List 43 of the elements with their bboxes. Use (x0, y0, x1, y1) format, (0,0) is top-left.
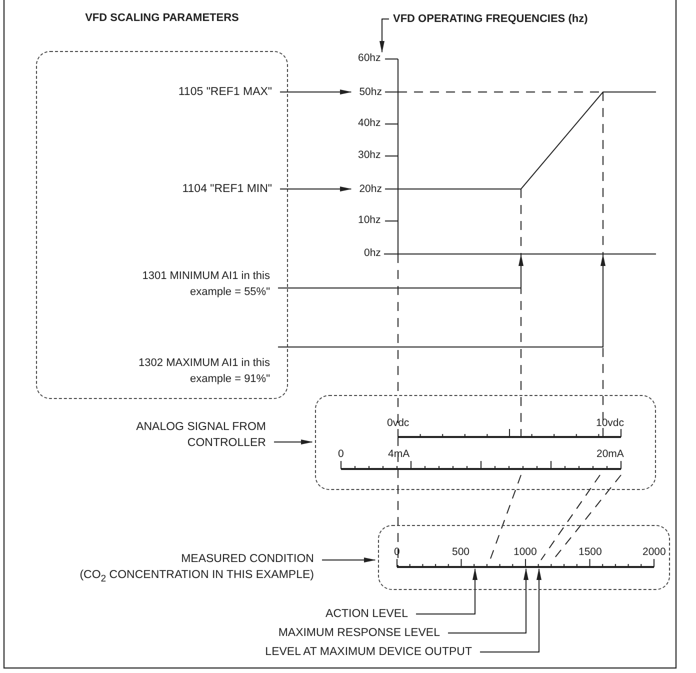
callout-text: MEASURED CONDITION (CO$_{2}$ CONCENTRATION IN THIS EXAMPLE) (20, 551, 314, 583)
axis-tick-label: 40hz (358, 117, 381, 130)
axis-tick-label: 60hz (358, 52, 381, 65)
dashed-frame (315, 395, 656, 490)
axis-tick-label: 50hz (354, 85, 382, 99)
projection-line (602, 92, 604, 438)
scale-label: 0 (338, 448, 344, 461)
callout-text: 1301 MINIMUM AI1 in this example = 55%" (128, 268, 270, 300)
arrow (380, 18, 390, 53)
callout-text: MAXIMUM RESPONSE LEVEL (230, 625, 440, 641)
arrow (274, 440, 313, 444)
projection-line (540, 474, 600, 560)
section-heading: VFD SCALING PARAMETERS (84, 11, 240, 26)
callout-text: 1104 "REF1 MIN" (130, 181, 272, 197)
axis-tick-label: 0hz (364, 247, 381, 260)
callout-text: ANALOG SIGNAL FROM CONTROLLER (130, 419, 266, 451)
axis-tick-label: 30hz (358, 149, 381, 162)
axis-tick-label: 10hz (358, 214, 381, 227)
arrow (322, 558, 376, 562)
projection-line (490, 474, 522, 560)
frequency-chart-drawing (384, 58, 656, 254)
scale-label: 1000 (514, 546, 537, 559)
callout-text: 1105 "REF1 MAX" (130, 84, 272, 100)
scale-label: 4mA (388, 448, 410, 461)
arrow (480, 568, 542, 652)
axis-tick-label: 20hz (354, 182, 382, 196)
section-heading: VFD OPERATING FREQUENCIES (hz) (393, 11, 643, 29)
projection-line (520, 188, 522, 438)
projection-line (552, 474, 622, 560)
scale-label: 10vdc (596, 417, 624, 430)
scale-label: 0vdc (387, 417, 410, 430)
scale-label: 20mA (596, 448, 624, 461)
scale-label: 1500 (578, 546, 602, 559)
arrow (280, 186, 352, 192)
arrow (280, 90, 352, 94)
scale-label: 2000 (642, 546, 666, 559)
arrow (416, 568, 478, 614)
arrow (448, 568, 528, 634)
scale-label: 500 (452, 546, 470, 559)
callout-text: LEVEL AT MAXIMUM DEVICE OUTPUT (210, 644, 472, 660)
callout-text: ACTION LEVEL (290, 606, 408, 622)
callout-text: 1302 MAXIMUM AI1 in this example = 91%" (128, 355, 270, 387)
dashed-frame (378, 525, 670, 590)
